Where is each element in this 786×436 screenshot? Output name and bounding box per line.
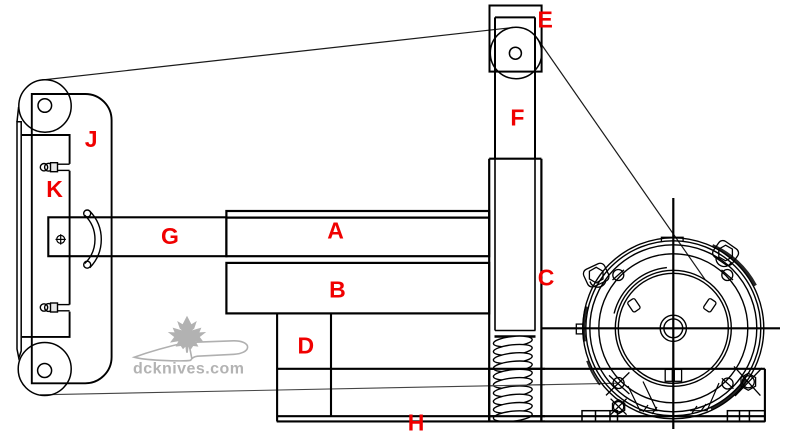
svg-text:F: F bbox=[510, 105, 524, 131]
svg-text:dcknives.com: dcknives.com bbox=[133, 361, 244, 378]
svg-text:H: H bbox=[408, 410, 425, 436]
svg-text:G: G bbox=[161, 223, 179, 249]
svg-text:J: J bbox=[85, 126, 98, 152]
svg-text:E: E bbox=[538, 7, 553, 33]
svg-text:A: A bbox=[327, 218, 344, 244]
svg-text:C: C bbox=[538, 265, 555, 291]
svg-text:B: B bbox=[329, 277, 346, 303]
svg-text:K: K bbox=[46, 176, 63, 202]
svg-text:D: D bbox=[297, 332, 314, 358]
